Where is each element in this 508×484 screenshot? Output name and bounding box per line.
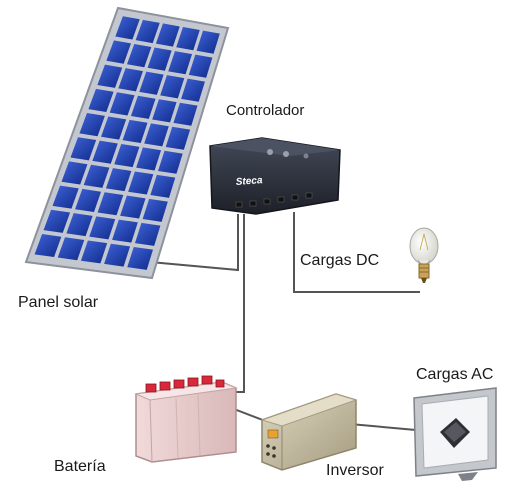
controller-label: Controlador <box>226 102 305 119</box>
panel-cell <box>128 171 154 195</box>
panel-cell <box>144 123 169 147</box>
panel-cell <box>136 147 162 171</box>
panel-cell <box>97 64 123 88</box>
wire-inverter-ac-load <box>349 423 417 431</box>
panel-cell <box>134 222 161 246</box>
panel-cell <box>57 237 85 261</box>
ac-loads-label: Cargas AC <box>416 366 494 383</box>
battery-terminals <box>145 375 225 393</box>
monitor-icon <box>413 387 497 481</box>
panel-cell <box>122 119 148 144</box>
panel-cell <box>70 137 97 161</box>
panel-cell <box>152 99 177 123</box>
wire-panel-controller <box>149 214 239 272</box>
solar-panel <box>24 6 230 280</box>
panel-cell <box>127 246 153 270</box>
panel-cell <box>142 198 168 222</box>
panel-cell <box>66 213 93 237</box>
panel-cell <box>79 113 105 137</box>
inverter-label: Inversor <box>326 462 384 479</box>
panel-cell <box>196 30 220 54</box>
panel-cell <box>188 54 213 78</box>
panel-cell <box>173 102 198 126</box>
panel-cell <box>80 240 108 264</box>
panel-cell <box>105 168 132 192</box>
dc-loads-label: Cargas DC <box>300 252 380 269</box>
battery-label: Batería <box>54 458 106 475</box>
controller-brand-logo: Steca <box>235 175 263 188</box>
panel-cell <box>43 209 71 233</box>
panel-cell <box>52 185 79 209</box>
panel-cell <box>115 16 140 40</box>
panel-cell <box>139 71 164 95</box>
panel-cell <box>112 219 138 243</box>
solar-panel-label: Panel solar <box>18 294 99 311</box>
panel-cell <box>168 51 193 75</box>
panel-cell <box>155 23 180 47</box>
charge-controller: Steca <box>209 137 341 215</box>
wire-controller-dc-load <box>293 212 420 293</box>
panel-cell <box>126 43 152 68</box>
panel-cell <box>109 92 135 116</box>
panel-cell <box>160 75 185 99</box>
panel-cell <box>75 188 102 212</box>
panel-cell <box>147 47 172 71</box>
panel-cell <box>101 116 127 140</box>
panel-cell <box>97 192 124 216</box>
inverter-display <box>267 429 279 439</box>
panel-cell <box>120 195 146 219</box>
panel-cell <box>106 40 131 64</box>
light-bulb-icon <box>409 227 439 283</box>
panel-cell <box>130 95 156 119</box>
panel-cell <box>92 140 118 164</box>
panel-cell <box>88 88 114 113</box>
panel-cell <box>176 27 200 51</box>
wire-controller-battery <box>236 214 245 393</box>
panel-cell <box>158 150 183 174</box>
panel-cell <box>83 164 110 188</box>
panel-cell <box>104 243 131 267</box>
panel-cell <box>89 216 116 240</box>
panel-cell <box>118 68 143 92</box>
panel-cell <box>114 144 140 168</box>
panel-cell <box>135 19 160 44</box>
panel-cell <box>150 174 176 198</box>
panel-cell-grid <box>34 16 220 270</box>
inverter <box>260 393 358 471</box>
battery <box>134 375 238 463</box>
panel-cell <box>165 126 191 150</box>
panel-cell <box>34 233 62 258</box>
panel-cell <box>181 78 205 102</box>
panel-cell <box>61 161 88 185</box>
